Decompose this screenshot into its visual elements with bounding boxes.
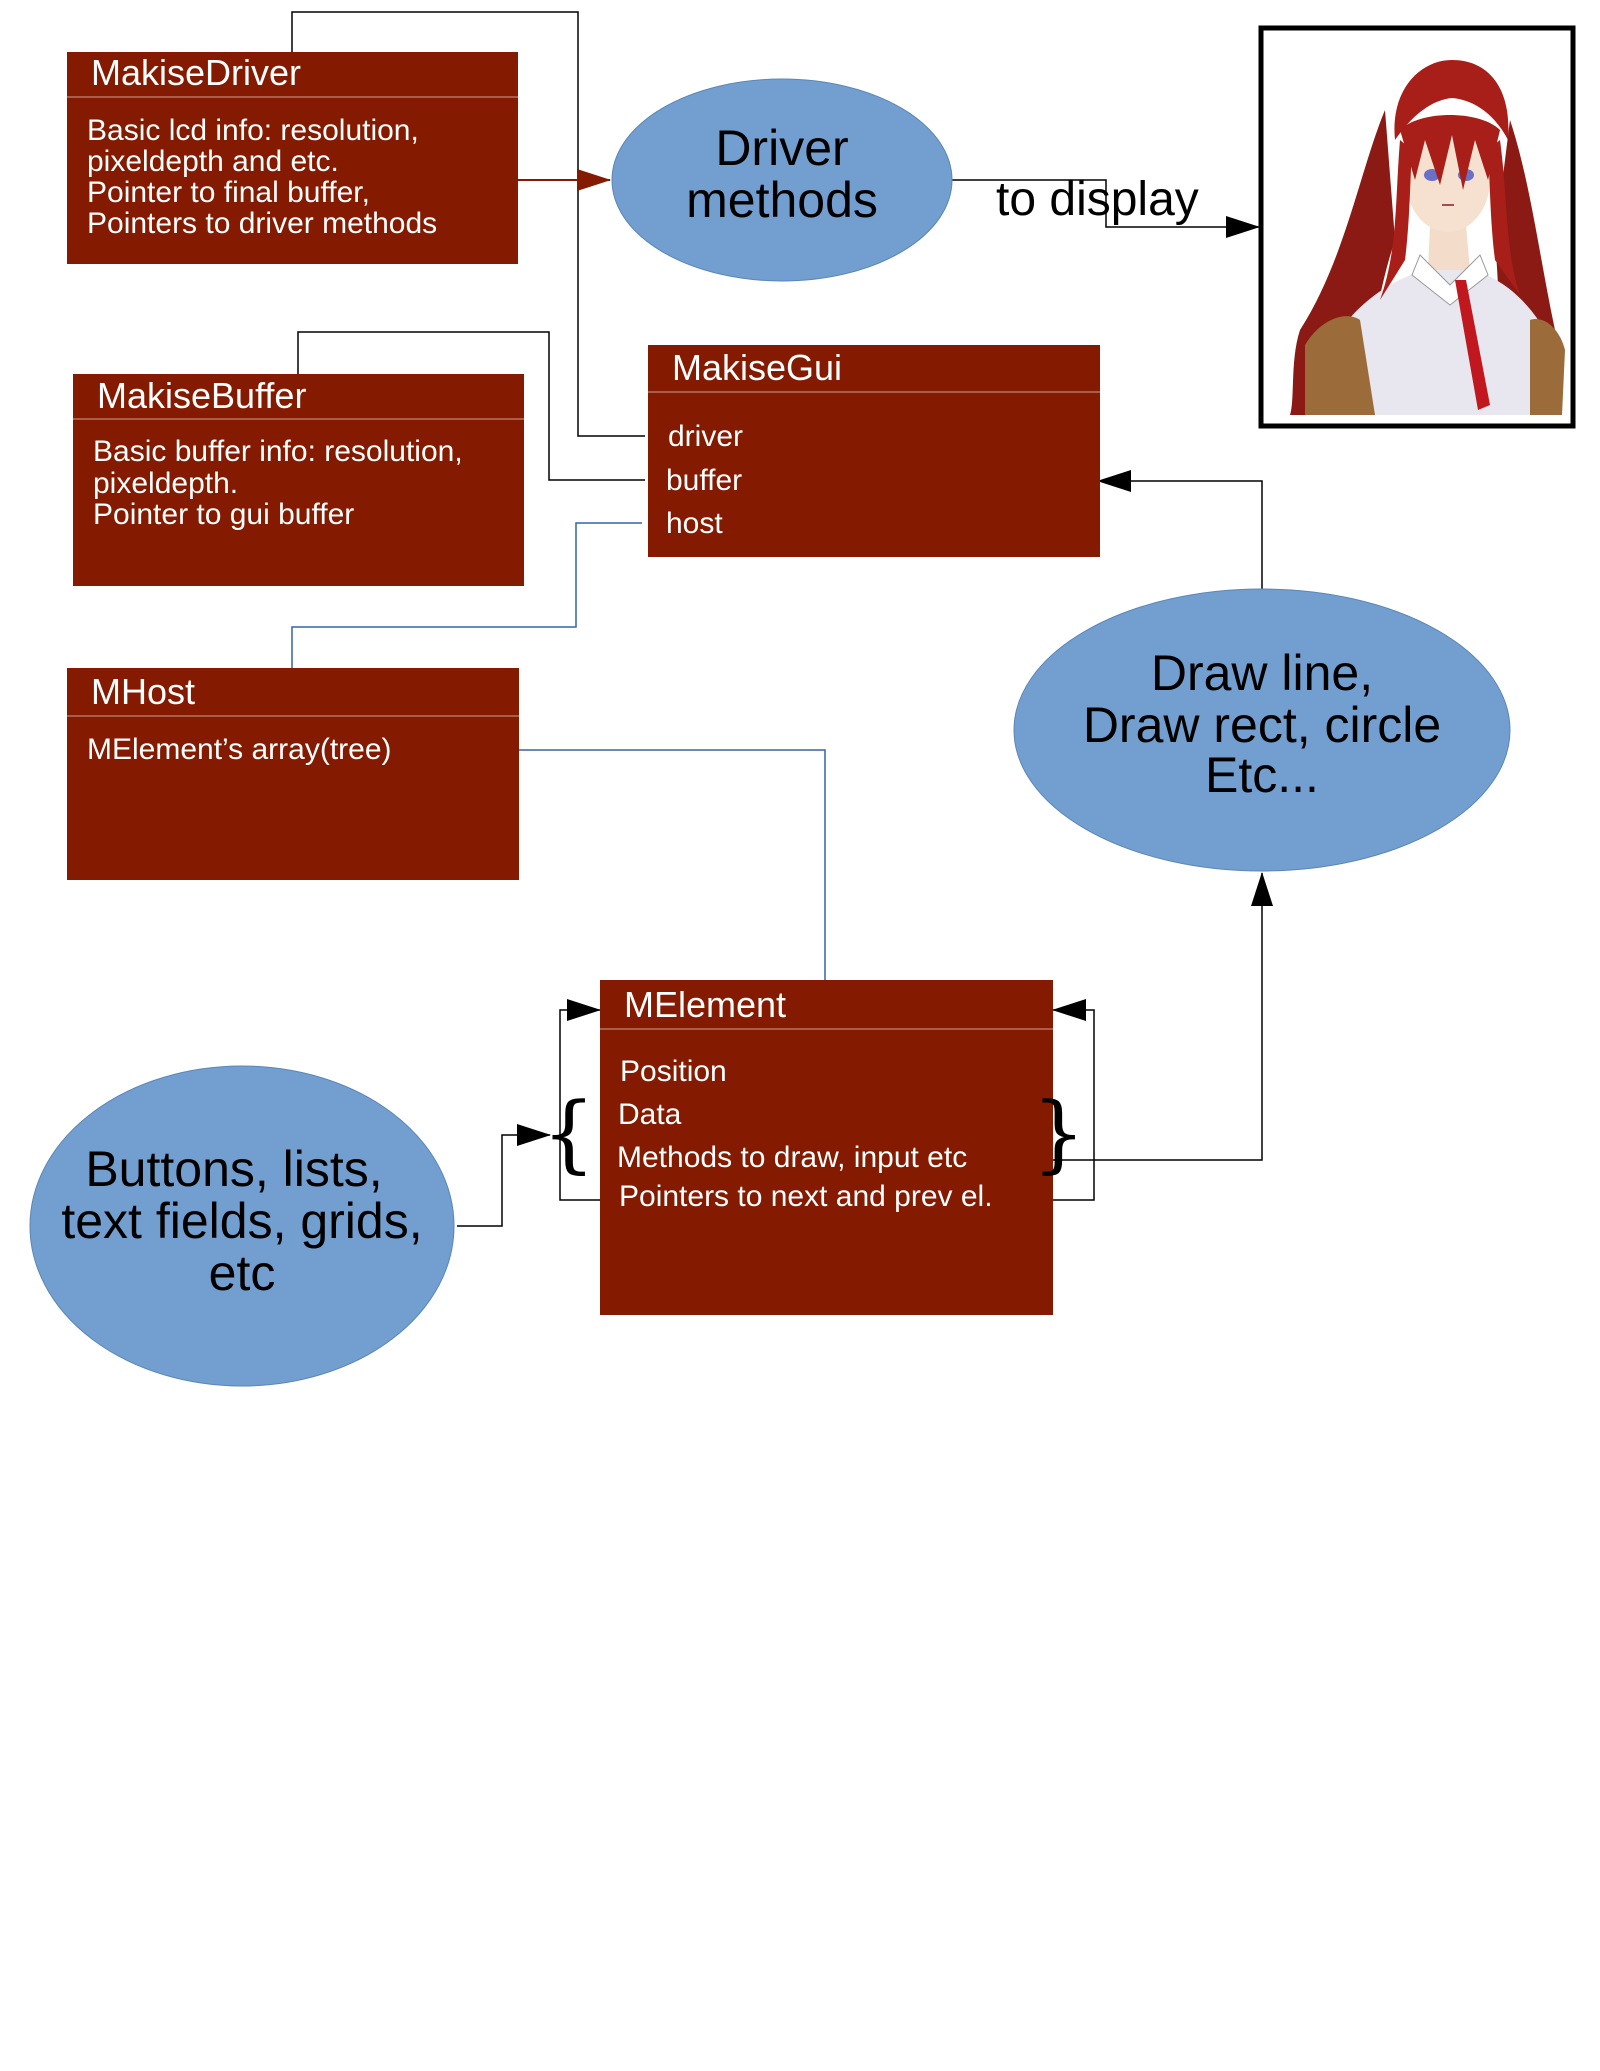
box-title: MElement bbox=[624, 984, 786, 1025]
ellipse-shape bbox=[1013, 588, 1511, 872]
ellipse-shape bbox=[29, 1065, 455, 1387]
anime-character-portrait bbox=[1290, 60, 1565, 415]
connector-widgets-to-melement bbox=[457, 1124, 551, 1227]
box-background bbox=[67, 52, 518, 264]
connector-next-loop bbox=[1052, 999, 1095, 1201]
ellipse-line: Driver bbox=[715, 120, 848, 176]
connector-host-to-melement bbox=[519, 749, 826, 980]
box-title: MakiseDriver bbox=[91, 52, 301, 93]
makise-gui-box: MakiseGui driver buffer host bbox=[648, 345, 1100, 557]
ellipse-line: text fields, grids, bbox=[61, 1193, 422, 1249]
connector-buffer-to-gui bbox=[297, 331, 645, 481]
connectors bbox=[291, 11, 1273, 1227]
connector-melement-to-draw bbox=[1053, 872, 1273, 1161]
draw-ops-ellipse: Draw line, Draw rect, circle Etc... bbox=[1013, 588, 1511, 872]
ellipse-line: Draw rect, circle bbox=[1083, 697, 1441, 753]
ellipse-line: Draw line, bbox=[1151, 645, 1373, 701]
box-title: MakiseGui bbox=[672, 347, 842, 388]
right-brace: } bbox=[1032, 1084, 1085, 1182]
field-buffer: buffer bbox=[666, 464, 742, 497]
box-background bbox=[73, 374, 524, 586]
connector-driver-to-gui bbox=[291, 11, 645, 437]
connector-host-to-gui bbox=[291, 522, 642, 668]
connector-prev-loop bbox=[559, 999, 601, 1201]
box-line: Methods to draw, input etc bbox=[617, 1141, 967, 1174]
mhost-box: MHost MElement’s array(tree) bbox=[67, 668, 519, 880]
ellipse-line: Buttons, lists, bbox=[85, 1141, 382, 1197]
connector-draw-to-gui bbox=[1097, 470, 1263, 590]
field-driver: driver bbox=[668, 420, 743, 453]
box-background bbox=[67, 668, 519, 880]
box-line: Pointers to next and prev el. bbox=[619, 1180, 993, 1213]
box-line: pixeldepth. bbox=[93, 467, 238, 500]
box-line: Pointer to final buffer, bbox=[87, 176, 370, 209]
ellipse-line: Etc... bbox=[1205, 747, 1319, 803]
ellipse-line: etc bbox=[209, 1245, 276, 1301]
ellipse-line: methods bbox=[686, 172, 878, 228]
box-line: Position bbox=[620, 1055, 727, 1088]
box-background bbox=[600, 980, 1053, 1315]
driver-methods-ellipse: Driver methods bbox=[611, 78, 953, 282]
connector-methods-to-display bbox=[952, 179, 1260, 238]
box-title: MakiseBuffer bbox=[97, 375, 306, 416]
box-line: pixeldepth and etc. bbox=[87, 145, 339, 178]
box-line: MElement’s array(tree) bbox=[87, 733, 392, 766]
box-line: Basic buffer info: resolution, bbox=[93, 435, 463, 468]
left-brace: { bbox=[542, 1084, 595, 1182]
field-host: host bbox=[666, 507, 723, 540]
box-line: Pointers to driver methods bbox=[87, 207, 437, 240]
to-display-label: to display bbox=[996, 173, 1199, 226]
display-frame bbox=[1258, 25, 1576, 429]
makise-buffer-box: MakiseBuffer Basic buffer info: resoluti… bbox=[73, 374, 524, 586]
ellipse-shape bbox=[611, 78, 953, 282]
makise-driver-box: MakiseDriver Basic lcd info: resolution,… bbox=[67, 52, 518, 264]
box-line: Pointer to gui buffer bbox=[93, 498, 354, 531]
box-line: Basic lcd info: resolution, bbox=[87, 114, 419, 147]
melement-box: MElement Position Data Methods to draw, … bbox=[600, 980, 1053, 1315]
box-title: MHost bbox=[91, 671, 195, 712]
box-background bbox=[648, 345, 1100, 557]
widgets-ellipse: Buttons, lists, text fields, grids, etc bbox=[29, 1065, 455, 1387]
box-line: Data bbox=[618, 1098, 682, 1131]
